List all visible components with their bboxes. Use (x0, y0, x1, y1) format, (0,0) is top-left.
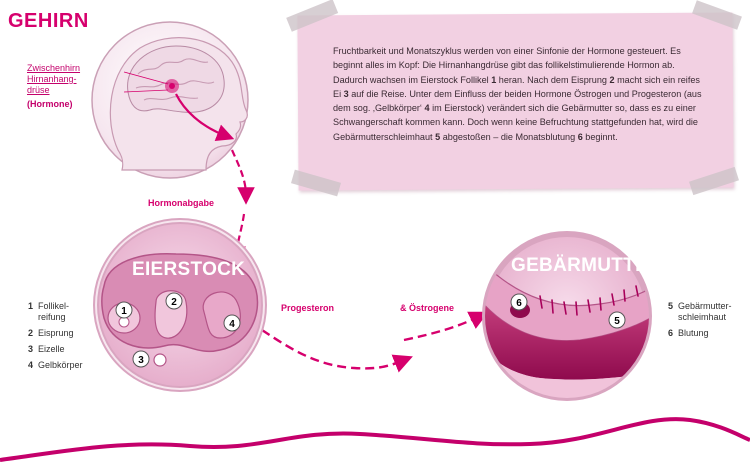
ovary-legend-number: 4 (28, 360, 34, 370)
marker-circle-4 (223, 314, 241, 332)
marker-circle-6 (510, 293, 528, 311)
label-progesterone: Progesteron (281, 303, 335, 313)
brain-label: Zwischenhirn Hirnanhang- drüse (Hormone) (27, 63, 122, 110)
arrow-brain-internal (175, 93, 235, 142)
brain-label-line-3: drüse (27, 85, 50, 95)
uterus-legend-number: 6 (668, 328, 674, 338)
ovary-marker-1: 1 (121, 306, 127, 317)
marker-circle-3 (132, 350, 150, 368)
ovary-legend: 1 Follikel-reifung 2 Eisprung 3 Eizelle 4 Gelbk… (28, 301, 108, 376)
uterus-legend-text: Gebärmutter-schleimhaut (678, 301, 732, 322)
pituitary-core (169, 83, 175, 89)
ovary-legend-item-4: 4 Gelbkörper (28, 360, 108, 371)
brain-label-line-2: Hirnanhang- (27, 74, 77, 84)
uterus-legend-item-6: 6 Blutung (668, 328, 748, 339)
ovary-marker-2: 2 (171, 297, 177, 308)
ovary-legend-text: Follikel-reifung (38, 301, 70, 322)
uterine-wall (485, 300, 649, 380)
ovary-marker-3: 3 (138, 355, 144, 366)
ovary-title: EIERSTOCK (132, 259, 246, 280)
tape-top-left (286, 0, 339, 32)
brain-label-hormone: (Hormone) (27, 99, 73, 109)
ovary-legend-number: 1 (28, 301, 34, 311)
uterus-legend-item-5: 5 Gebärmutter-schleimhaut (668, 301, 748, 323)
uterus-marker-5: 5 (614, 316, 620, 327)
tape-top-right (692, 0, 742, 30)
ovary-legend-item-1: 1 Follikel-reifung (28, 301, 108, 323)
ovary-legend-text: Gelbkörper (38, 360, 83, 370)
brain-label-line-1: Zwischenhirn (27, 63, 81, 73)
ovary-illustration: 1 2 3 4 (93, 218, 267, 392)
ovary-legend-number: 3 (28, 344, 34, 354)
ovary-circle-rim (95, 220, 265, 390)
arrow-ovary-to-uterus-lower (261, 329, 413, 373)
ovary-legend-text: Eizelle (38, 344, 65, 354)
ovary-marker-4: 4 (229, 319, 235, 330)
brain-shape (127, 45, 225, 113)
arrow-ovary-to-uterus-upper (403, 311, 489, 342)
decorative-wave (0, 417, 750, 462)
marker-circle-2 (165, 292, 183, 310)
uterus-legend-text: Blutung (678, 328, 709, 338)
egg-cell (153, 353, 167, 367)
brain-illustration (91, 21, 249, 179)
marker-circle-5 (608, 311, 626, 329)
marker-circle-1 (115, 301, 133, 319)
arrow-hormone-release-top (230, 149, 255, 205)
tape-bottom-right (689, 166, 739, 196)
ovary-legend-number: 2 (28, 328, 34, 338)
label-hormone-release: Hormonabgabe (148, 198, 215, 208)
label-estrogens: & Östrogene (400, 303, 455, 313)
ovary-legend-item-2: 2 Eisprung (28, 328, 108, 339)
ovary-legend-item-3: 3 Eizelle (28, 344, 108, 355)
uterus-illustration: 6 5 (482, 231, 652, 401)
ovary-legend-text: Eisprung (38, 328, 74, 338)
brain-title: GEHIRN (8, 10, 89, 32)
uterus-marker-6: 6 (516, 298, 522, 309)
lining-glands (539, 285, 639, 316)
info-note-text: Fruchtbarkeit und Monatszyklus werden vo… (333, 46, 702, 142)
uterus-legend: 5 Gebärmutter-schleimhaut 6 Blutung (668, 301, 748, 344)
tape-bottom-left (291, 169, 341, 197)
uterus-title: GEBÄRMUTTER (511, 255, 663, 276)
uterus-legend-number: 5 (668, 301, 674, 311)
label-leader-lines (123, 71, 169, 93)
